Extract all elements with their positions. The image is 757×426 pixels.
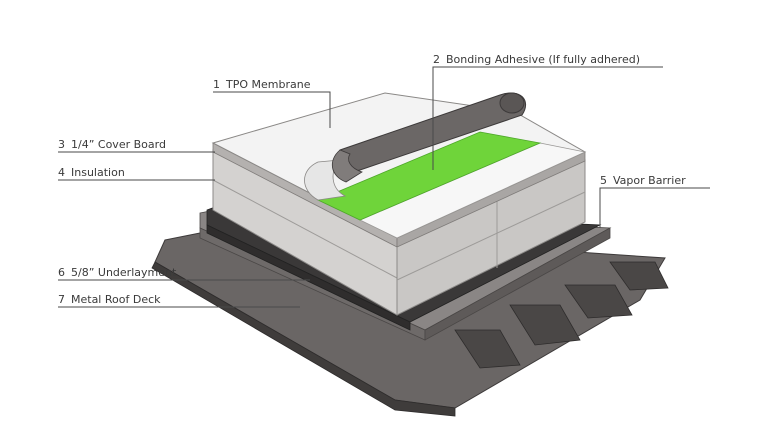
label-bonding-adhesive: 2 Bonding Adhesive (If fully adhered) (433, 53, 640, 66)
label-number: 2 (433, 53, 440, 66)
label-text: Bonding Adhesive (If fully adhered) (446, 53, 641, 66)
label-tpo-membrane: 1 TPO Membrane (213, 78, 310, 91)
label-number: 5 (600, 174, 607, 187)
deck-rib-2 (509, 304, 581, 346)
label-number: 4 (58, 166, 65, 179)
label-text: TPO Membrane (226, 78, 311, 91)
roll-lip (332, 149, 363, 183)
label-text: 1/4” Cover Board (71, 138, 166, 151)
leader-5 (599, 187, 710, 228)
label-metal-roof-deck: 7 Metal Roof Deck (58, 293, 161, 306)
label-number: 1 (213, 78, 220, 91)
insulation-seam-front (212, 179, 398, 279)
label-insulation: 4 Insulation (58, 166, 125, 179)
label-vapor-barrier: 5 Vapor Barrier (600, 174, 686, 187)
membrane-roll (332, 92, 527, 183)
deck-rib-1 (454, 329, 521, 369)
label-text: Metal Roof Deck (71, 293, 161, 306)
label-number: 7 (58, 293, 65, 306)
label-number: 6 (58, 266, 65, 279)
deck-rib-3 (564, 284, 633, 319)
bonding-adhesive-band (317, 131, 542, 221)
deck-front-edge (151, 261, 456, 417)
deck-rib-4 (609, 261, 669, 291)
label-text: Insulation (71, 166, 125, 179)
label-cover-board: 3 1/4” Cover Board (58, 138, 166, 151)
insulation-seam-side (396, 191, 586, 281)
leader-lines (58, 66, 710, 308)
leader-1 (213, 91, 331, 128)
tpo-membrane-layer (211, 92, 587, 239)
roll-end (499, 92, 525, 114)
vapor-barrier-front (206, 224, 411, 331)
label-number: 3 (58, 138, 65, 151)
underlayment-side (424, 227, 611, 341)
label-text: 5/8” Underlayment (71, 266, 177, 279)
label-underlayment: 6 5/8” Underlayment (58, 266, 176, 279)
leader-2 (432, 66, 663, 170)
label-text: Vapor Barrier (613, 174, 686, 187)
